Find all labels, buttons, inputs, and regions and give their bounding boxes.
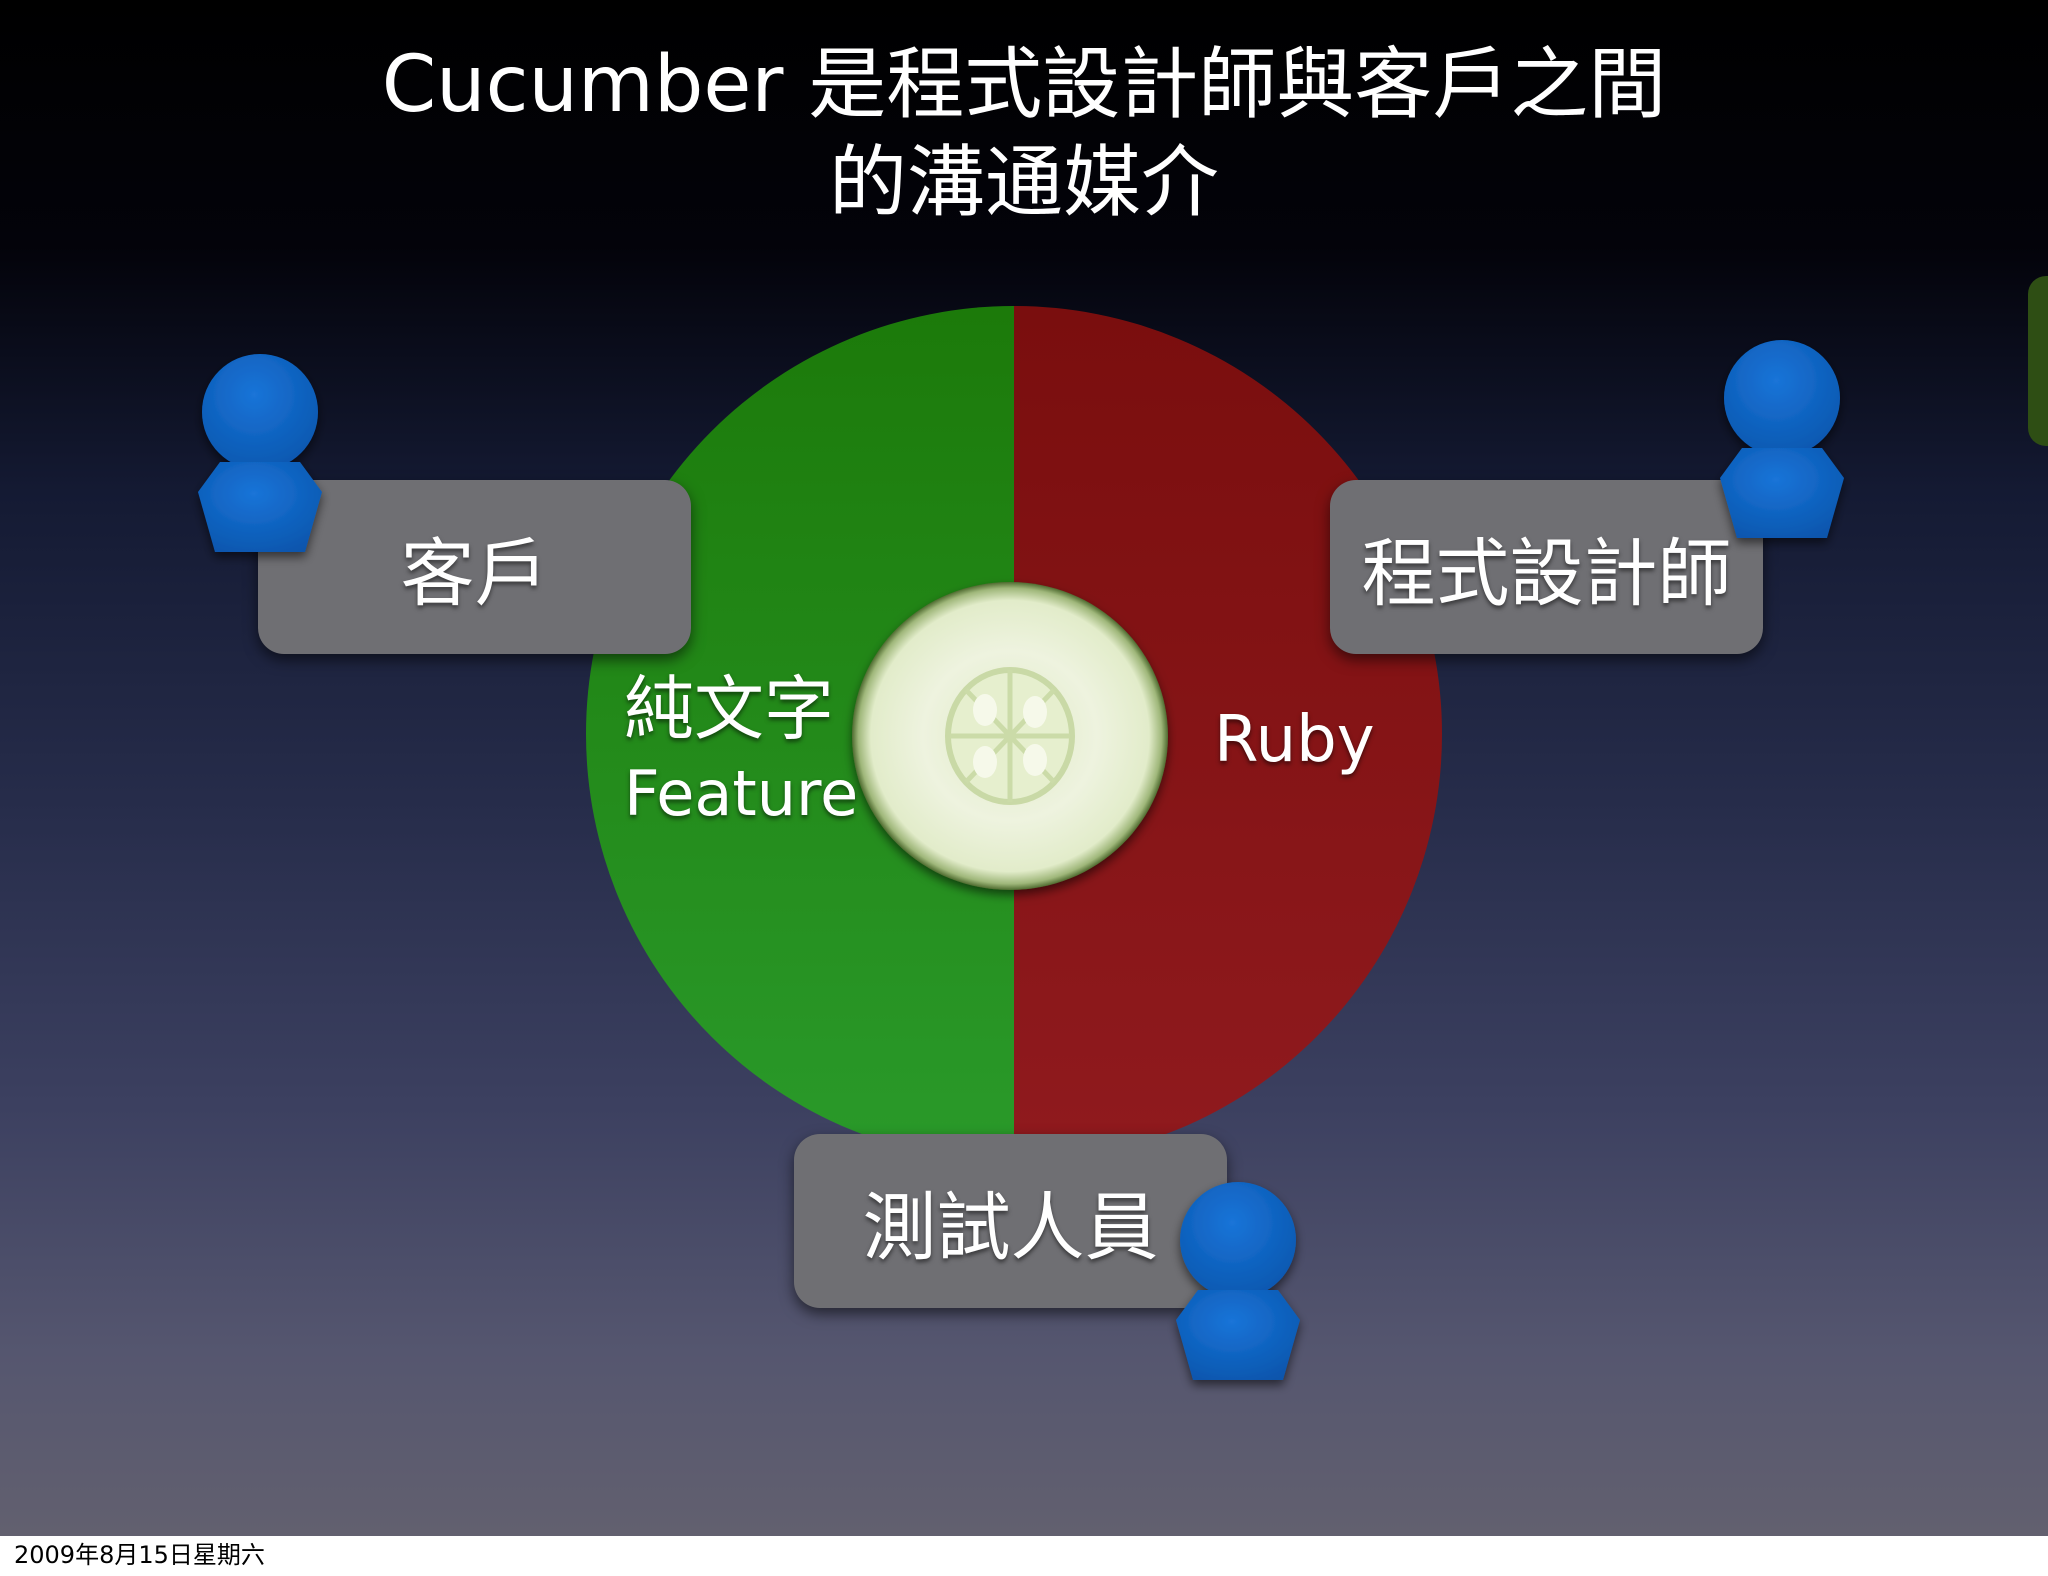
footer-date: 2009年8月15日星期六 (14, 1541, 265, 1569)
role-label-customer: 客戶 (400, 530, 549, 617)
role-box-tester: 測試人員 (794, 1134, 1227, 1308)
slide: Cucumber 是程式設計師與客戶之間 的溝通媒介 (0, 0, 2048, 1536)
role-label-tester: 測試人員 (862, 1184, 1159, 1271)
title-line-2: 的溝通媒介 (828, 138, 1219, 228)
side-tab (2028, 276, 2048, 446)
left-half-label: 純文字 (624, 668, 834, 750)
cucumber-slice-icon (852, 582, 1168, 890)
role-box-programmer: 程式設計師 (1330, 480, 1763, 654)
person-icon (1176, 1182, 1300, 1380)
circle-left-half (586, 306, 1014, 1162)
role-box-customer: 客戶 (258, 480, 691, 654)
person-icons-layer (198, 340, 1844, 1380)
title-line-1: Cucumber 是程式設計師與客戶之間 (381, 40, 1667, 130)
person-icon (198, 354, 322, 552)
person-icon (1720, 340, 1844, 538)
role-label-programmer: 程式設計師 (1361, 530, 1732, 617)
right-half-label: Ruby (1214, 703, 1375, 777)
left-half-sublabel: Feature (624, 757, 859, 830)
slide-title: Cucumber 是程式設計師與客戶之間 的溝通媒介 (0, 36, 2048, 232)
